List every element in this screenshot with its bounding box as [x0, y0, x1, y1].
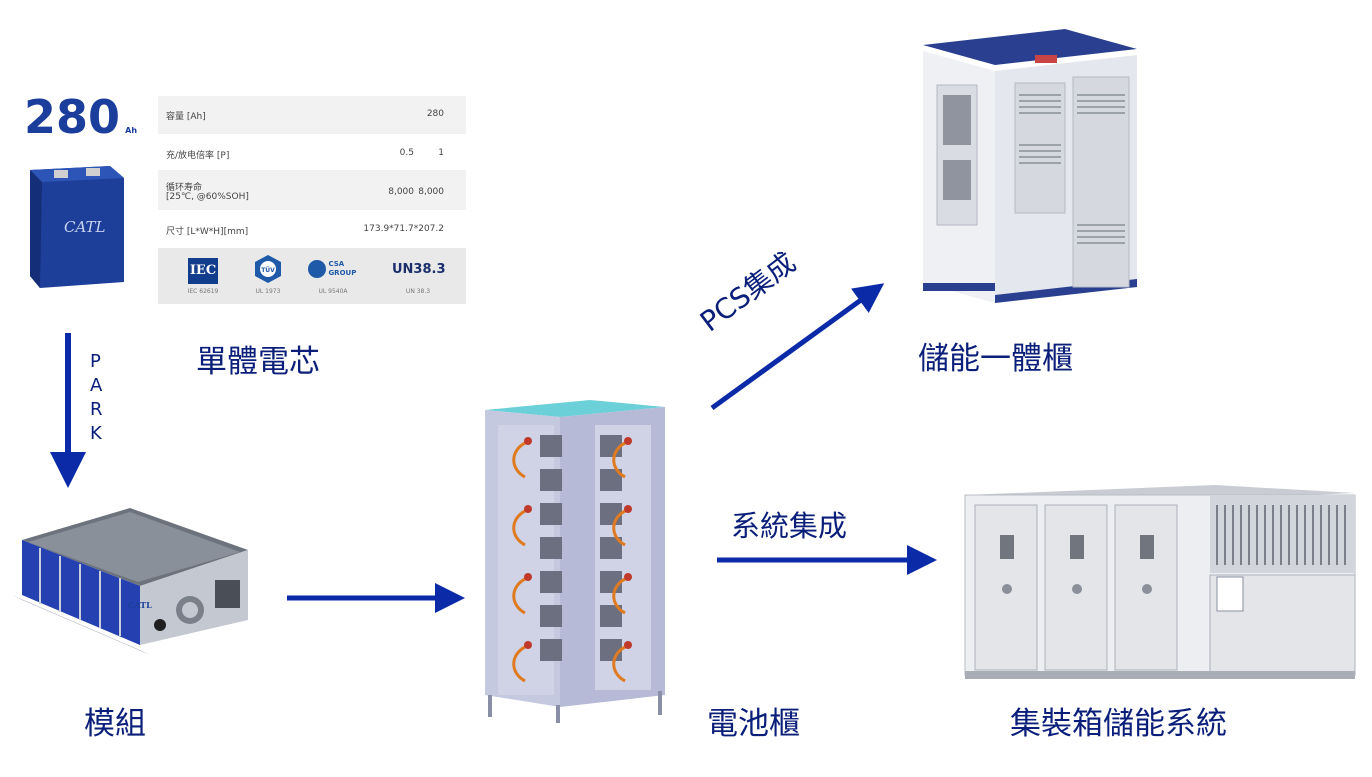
cabinet-label: 儲能一體櫃	[918, 341, 1073, 377]
csa-text: CSA GROUP	[328, 260, 357, 277]
park-letter: P	[90, 351, 101, 372]
spec-row-size: 尺寸 [L*W*H][mm] 173.9*71.7*207.2	[158, 212, 466, 246]
tuv-logo: TÜV	[255, 255, 281, 283]
park-letter: K	[90, 423, 102, 444]
rack-image	[485, 400, 665, 723]
cell-capacity-unit: Ah	[125, 126, 138, 135]
iec-logo: IEC	[188, 258, 218, 284]
rack-label: 電池櫃	[707, 706, 800, 742]
cert-sub: UN 38.3	[405, 288, 431, 295]
cell-brand: CATL	[64, 218, 105, 236]
un383-logo: UN38.3	[392, 262, 446, 277]
spec-value: 8,000	[418, 187, 444, 197]
park-letter: A	[90, 375, 103, 396]
park-letter: R	[90, 399, 103, 420]
cell-image: CATL	[30, 166, 124, 288]
park-label: P A R K	[90, 350, 110, 446]
spec-value: 173.9*71.7*207.2	[363, 224, 444, 234]
spec-value: 0.5	[399, 148, 414, 158]
cert-sub: UL 9540A	[318, 288, 348, 295]
spec-table: 容量 [Ah] 280 充/放电倍率 [P] 0.5 1 循环寿命 [25℃, …	[158, 96, 466, 304]
module-image: CATL	[12, 508, 248, 655]
spec-key: 循环寿命	[166, 183, 203, 193]
system-integration-label: 系統集成	[731, 509, 848, 543]
container-image	[964, 485, 1356, 679]
cabinet-image	[923, 29, 1137, 303]
csa-logo: CSA GROUP	[308, 260, 370, 280]
cert-strip: IEC IEC 62619 TÜV UL 1973 CSA GROUP UL 9…	[158, 248, 466, 304]
cell-capacity: 280 Ah	[24, 90, 137, 144]
spec-row-capacity: 容量 [Ah] 280	[158, 96, 466, 134]
spec-value: 280	[426, 109, 444, 119]
cell-label: 單體電芯	[196, 344, 320, 380]
cell-capacity-number: 280	[24, 90, 121, 144]
container-label: 集裝箱儲能系統	[1010, 706, 1227, 742]
spec-row-cycle: 循环寿命 [25℃, @60%SOH] 8,000 8,000	[158, 170, 466, 210]
svg-text:TÜV: TÜV	[261, 267, 275, 274]
cert-sub: IEC 62619	[187, 288, 219, 295]
module-label: 模組	[84, 706, 146, 742]
cert-sub: UL 1973	[255, 288, 281, 295]
spec-key: 容量 [Ah]	[166, 112, 206, 122]
spec-key-sub: [25℃, @60%SOH]	[166, 192, 249, 202]
spec-value: 8,000	[388, 187, 414, 197]
spec-value: 1	[438, 148, 444, 158]
spec-row-rate: 充/放电倍率 [P] 0.5 1	[158, 136, 466, 168]
spec-key: 充/放电倍率 [P]	[166, 151, 230, 161]
arrow-pcs	[710, 283, 885, 411]
module-brand: CATL	[128, 600, 152, 610]
spec-key: 尺寸 [L*W*H][mm]	[166, 227, 249, 237]
